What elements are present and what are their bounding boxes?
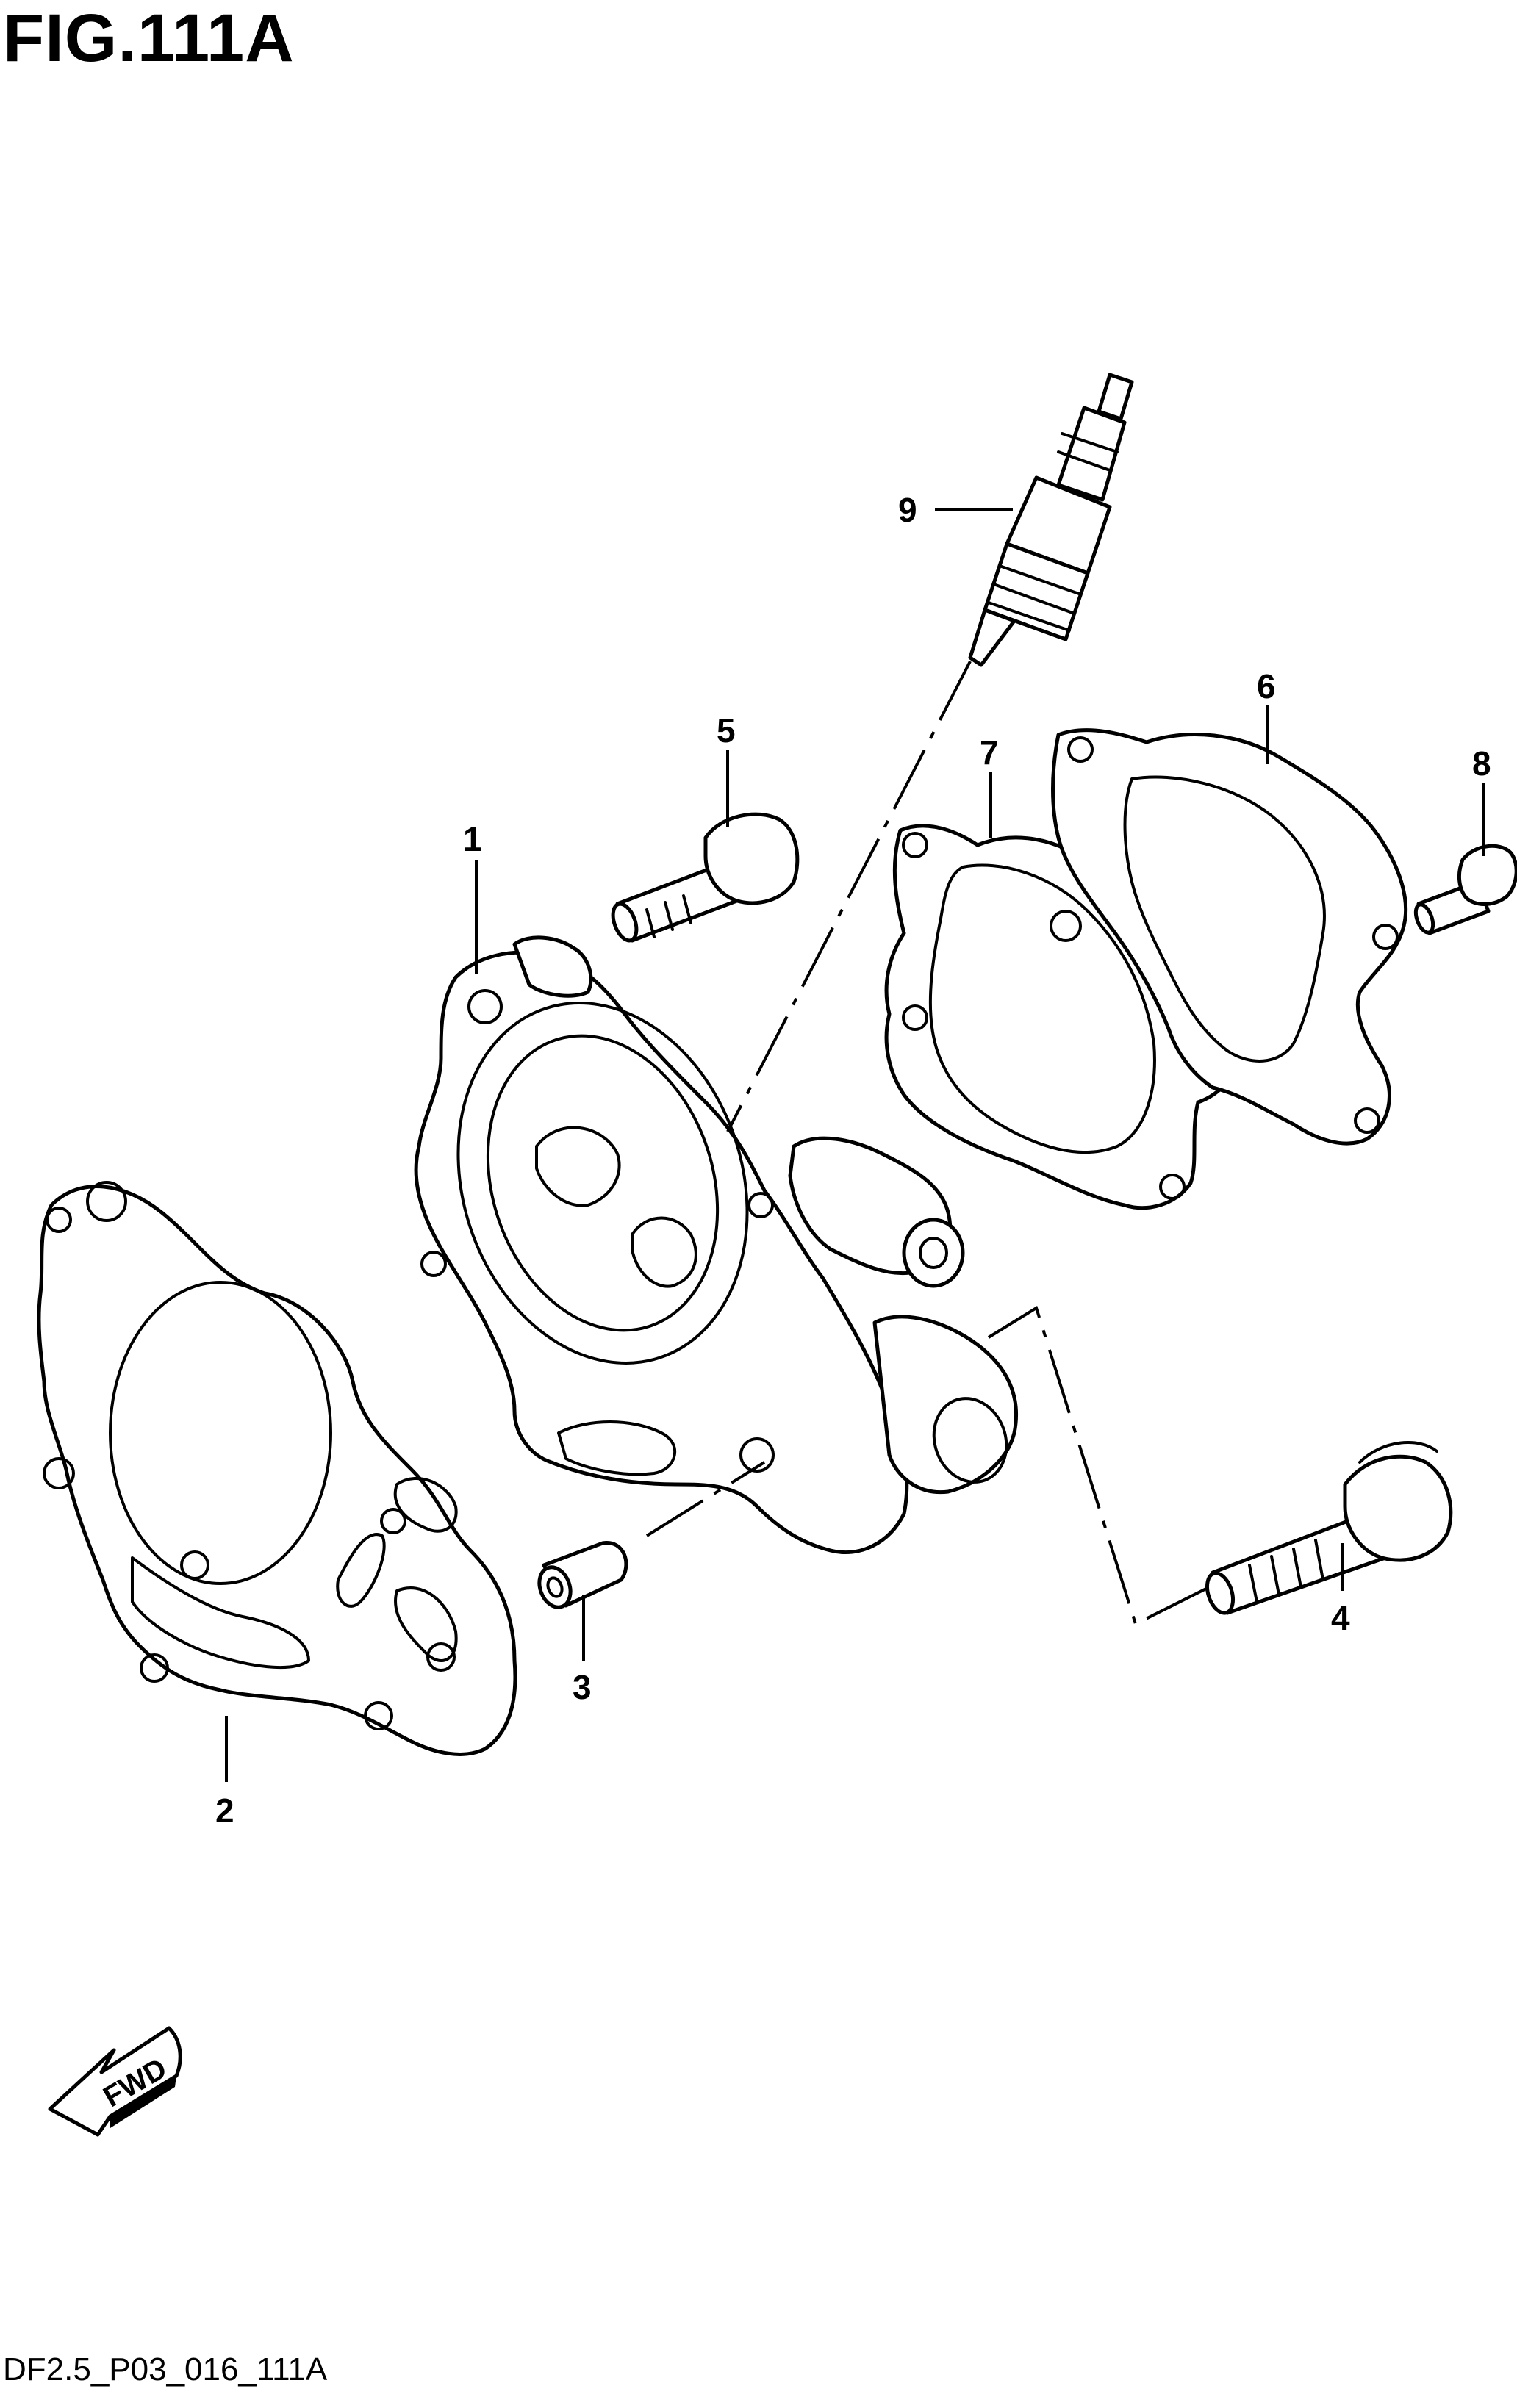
cylinder-head-part-1 xyxy=(414,935,1019,1555)
figure-code: DF2.5_P03_016_111A xyxy=(3,2351,328,2387)
callout-6: 6 xyxy=(1257,667,1276,705)
bolt-part-8 xyxy=(1413,844,1517,935)
fwd-arrow-icon: FWD xyxy=(48,2026,182,2137)
callout-7: 7 xyxy=(980,733,999,772)
callout-3: 3 xyxy=(573,1668,592,1706)
callout-1: 1 xyxy=(463,820,482,858)
callout-8: 8 xyxy=(1472,744,1491,783)
callout-9: 9 xyxy=(898,491,917,529)
dowel-pin-part-3 xyxy=(537,1541,628,1609)
callout-2: 2 xyxy=(215,1791,234,1830)
bolt-part-5 xyxy=(611,812,800,943)
callout-4: 4 xyxy=(1331,1599,1350,1637)
callout-5: 5 xyxy=(717,711,736,750)
cover-part-6 xyxy=(1050,728,1408,1146)
figure-title: FIG.111A xyxy=(3,1,295,76)
long-bolt-part-4 xyxy=(1205,1441,1453,1615)
leader-lines xyxy=(225,508,1485,1782)
gasket-part-2 xyxy=(37,1181,517,1756)
spark-plug-part-9 xyxy=(968,373,1134,667)
callout-numbers: 1 2 3 4 5 6 7 8 9 xyxy=(215,491,1491,1830)
